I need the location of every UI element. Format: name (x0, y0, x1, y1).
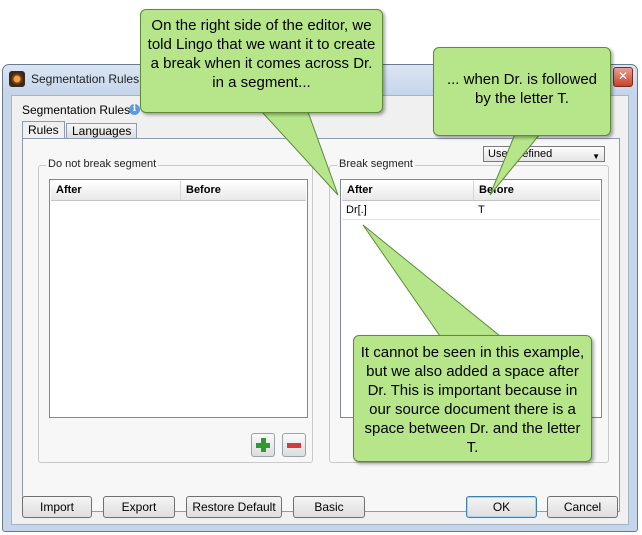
remove-rule-button[interactable] (282, 433, 306, 457)
column-header-after[interactable]: After (51, 181, 181, 200)
column-header-after[interactable]: After (342, 181, 474, 200)
callout-pointer-top-right (489, 133, 542, 196)
cancel-button[interactable]: Cancel (547, 496, 618, 518)
app-icon (9, 71, 25, 87)
callout-top-left: On the right side of the editor, we told… (140, 9, 383, 113)
add-rule-button[interactable] (251, 433, 275, 457)
import-button[interactable]: Import (22, 496, 92, 518)
cell-after[interactable]: Dr[.] (346, 204, 367, 216)
window-title: Segmentation Rules (31, 72, 140, 86)
restore-default-button[interactable]: Restore Default (186, 496, 282, 518)
ok-button[interactable]: OK (466, 496, 537, 518)
no-break-grid-header: After Before (51, 181, 306, 201)
tab-languages[interactable]: Languages (66, 123, 138, 138)
rules-tab-pane: Do not break segment After Before Bre (22, 138, 620, 512)
chevron-down-icon: ▼ (592, 152, 600, 161)
title-bar[interactable]: Segmentation Rules ✕ (3, 65, 637, 93)
callout-bottom: It cannot be seen in this example, but w… (353, 335, 592, 462)
minus-icon (287, 443, 301, 448)
no-break-group: Do not break segment After Before (38, 158, 313, 463)
table-row[interactable]: Dr[.] T (342, 201, 600, 220)
column-header-before[interactable]: Before (186, 184, 221, 196)
basic-button[interactable]: Basic (293, 496, 365, 518)
cell-before[interactable]: T (478, 204, 485, 216)
section-label: Segmentation Rules (22, 103, 131, 117)
callout-pointer-bottom (362, 224, 502, 337)
export-button[interactable]: Export (103, 496, 175, 518)
callout-pointer-top-left (260, 111, 339, 196)
close-button[interactable]: ✕ (613, 67, 633, 87)
break-group-title: Break segment (337, 158, 415, 170)
tab-rules[interactable]: Rules (22, 121, 65, 138)
column-header-before[interactable]: Before (479, 184, 514, 196)
no-break-group-title: Do not break segment (46, 158, 159, 170)
callout-top-right: ... when Dr. is followed by the letter T… (433, 47, 611, 136)
info-icon[interactable]: i (129, 104, 140, 115)
break-grid-header: After Before (342, 181, 600, 201)
no-break-grid[interactable]: After Before (49, 179, 308, 418)
